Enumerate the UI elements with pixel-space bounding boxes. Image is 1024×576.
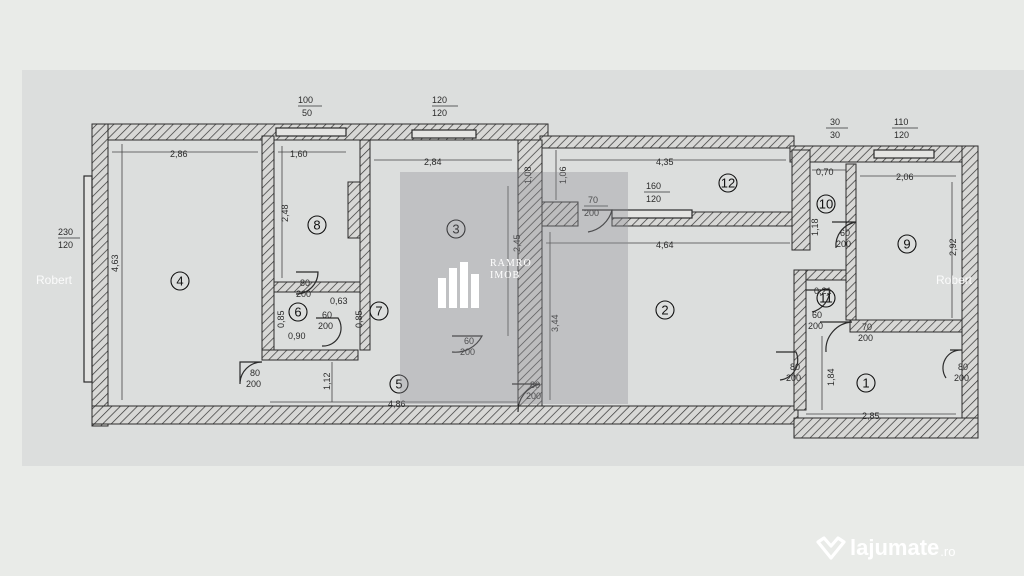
dim-height: 2,92 [948, 238, 958, 256]
dim-width: 2,06 [896, 172, 914, 182]
dim-height: 0,85 [354, 310, 364, 328]
room-6-number: 6 [294, 305, 301, 320]
fraction-top: 110 [894, 117, 908, 127]
room-2-number: 2 [661, 303, 668, 318]
room-10-number: 10 [819, 197, 833, 212]
room-markers [170, 173, 917, 394]
windows [83, 127, 935, 383]
door-label-bottom: 200 [836, 239, 851, 249]
inner-walls [261, 135, 963, 411]
logo-name: lajumate [850, 535, 940, 560]
dim-width: 0,21 [814, 286, 832, 296]
dim-height: 2,45 [512, 234, 522, 252]
dim-height: 1,12 [322, 372, 332, 390]
dim-width: 4,64 [656, 240, 674, 250]
door-label-top: 70 [862, 322, 872, 332]
dim-width: 0,70 [816, 167, 834, 177]
watermark-brand: RAMRO IMOB [490, 258, 532, 282]
dim-height: 4,63 [110, 254, 120, 272]
lajumate-heart-icon [816, 536, 846, 560]
door-label-bottom: 200 [318, 321, 333, 331]
dim-height: 1,84 [826, 368, 836, 386]
dim-width: 0,63 [330, 296, 348, 306]
door-label-top: 60 [840, 228, 850, 238]
dim-width: 1,60 [290, 149, 308, 159]
fraction-bottom: 120 [646, 194, 661, 204]
dim-height: 1,08 [523, 166, 533, 184]
dim-width: 4,35 [656, 157, 674, 167]
door-label-top: 80 [300, 278, 310, 288]
door-label-top: 80 [250, 368, 260, 378]
door-label-top: 80 [958, 362, 968, 372]
door-label-top: 60 [812, 310, 822, 320]
dim-height: 0,85 [276, 310, 286, 328]
fraction-top: 70 [588, 195, 598, 205]
door-label-top: 60 [464, 336, 474, 346]
dim-width: 2,84 [424, 157, 442, 167]
door-label-top: 80 [530, 380, 540, 390]
room-7-number: 7 [375, 304, 382, 319]
dim-height: 1,18 [810, 218, 820, 236]
door-label-bottom: 200 [526, 391, 541, 401]
watermark-right: Robert [936, 273, 973, 287]
fraction-top: 30 [830, 117, 840, 127]
room-5-number: 5 [395, 377, 402, 392]
door-label-bottom: 200 [296, 289, 311, 299]
dim-width: 2,86 [170, 149, 188, 159]
fraction-top: 120 [432, 95, 447, 105]
door-label-bottom: 200 [954, 373, 969, 383]
room-4-number: 4 [176, 274, 183, 289]
fraction-bottom: 120 [58, 240, 73, 250]
room-12-number: 12 [721, 176, 735, 191]
fraction-bottom: 50 [302, 108, 312, 118]
room-9-number: 9 [903, 237, 910, 252]
room-1-number: 1 [862, 376, 869, 391]
dim-height: 2,48 [280, 204, 290, 222]
door-label-top: 80 [790, 362, 800, 372]
watermark-overlay [400, 172, 628, 404]
door-label-bottom: 200 [808, 321, 823, 331]
watermark-buildings-icon [438, 262, 482, 308]
dim-width: 0,90 [288, 331, 306, 341]
fraction-bottom: 200 [584, 208, 599, 218]
room-3-number: 3 [452, 222, 459, 237]
dimension-lines [112, 144, 956, 415]
fraction-top: 160 [646, 181, 661, 191]
watermark-line-2: IMOB [490, 270, 521, 281]
fraction-bottom: 120 [894, 130, 909, 140]
door-label-bottom: 200 [246, 379, 261, 389]
lajumate-logo: lajumate .ro [816, 534, 955, 562]
watermark-line-1: RAMRO [490, 258, 532, 269]
fraction-top: 100 [298, 95, 313, 105]
room-8-number: 8 [313, 218, 320, 233]
fraction-bottom: 30 [830, 130, 840, 140]
door-label-bottom: 200 [858, 333, 873, 343]
dim-width: 4,86 [388, 399, 406, 409]
fraction-top: 230 [58, 227, 73, 237]
door-label-bottom: 200 [786, 373, 801, 383]
logo-tld: .ro [940, 543, 956, 559]
dim-width: 2,85 [862, 411, 880, 421]
dim-height: 3,44 [550, 314, 560, 332]
watermark-left: Robert [36, 273, 73, 287]
dim-height: 1,06 [558, 166, 568, 184]
room-11-number: 11 [819, 291, 833, 306]
door-label-bottom: 200 [460, 347, 475, 357]
opening-fractions [58, 105, 918, 239]
fraction-bottom: 120 [432, 108, 447, 118]
door-label-top: 60 [322, 310, 332, 320]
